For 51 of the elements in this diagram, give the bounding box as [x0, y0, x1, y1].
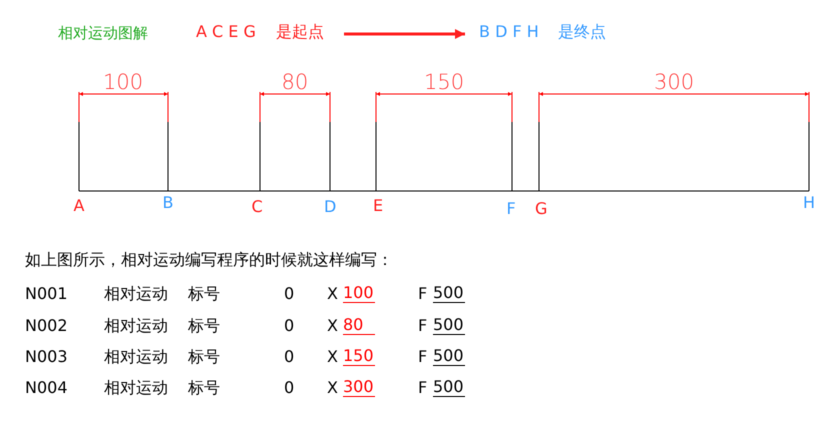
diagram-title: 相对运动图解: [58, 24, 148, 42]
distance-value: 300: [343, 378, 375, 397]
label-value: 0: [284, 347, 294, 366]
feed-letter: F: [418, 347, 428, 366]
axis-letter: X: [327, 347, 338, 366]
label-cell: 标号: [188, 378, 220, 398]
axis-letter: X: [327, 284, 338, 304]
line-number: N001: [25, 284, 68, 304]
axis-letter: X: [327, 378, 338, 398]
command-cell: 相对运动: [104, 378, 168, 398]
feed-value: 500: [433, 316, 465, 335]
feed-value: 500: [433, 347, 465, 366]
dimension-value: 80: [282, 70, 308, 96]
point-label: E: [373, 196, 384, 216]
point-role-text: 是终点: [558, 22, 606, 42]
distance-value: 100: [343, 284, 375, 303]
dimension-value: 100: [103, 70, 144, 96]
feed-letter: F: [418, 284, 428, 304]
point-label: G: [535, 199, 548, 218]
point-label: A: [74, 196, 84, 216]
dimension-value: 150: [424, 70, 464, 96]
feed-value: 500: [433, 284, 465, 303]
point-letters: A C E G: [196, 22, 256, 42]
distance-value: 150: [343, 347, 375, 366]
label-value: 0: [284, 316, 294, 336]
feed-letter: F: [418, 316, 428, 336]
command-cell: 相对运动: [104, 284, 168, 304]
feed-letter: F: [418, 378, 428, 398]
point-label: F: [506, 199, 516, 218]
distance-value: 80: [343, 316, 375, 335]
axis-letter: X: [327, 316, 338, 336]
point-letters: B D F H: [479, 22, 539, 42]
label-cell: 标号: [188, 316, 220, 336]
label-cell: 标号: [188, 347, 220, 366]
point-label: B: [162, 193, 174, 212]
line-number: N004: [25, 378, 68, 398]
command-cell: 相对运动: [104, 347, 168, 366]
dimension-value: 300: [654, 70, 694, 96]
description-text: 如上图所示，相对运动编写程序的时候就这样编写：: [25, 250, 393, 270]
line-number: N003: [25, 347, 68, 366]
point-role-text: 是起点: [276, 22, 324, 42]
label-value: 0: [284, 378, 294, 398]
feed-value: 500: [433, 378, 465, 397]
label-cell: 标号: [188, 284, 220, 304]
command-cell: 相对运动: [104, 316, 168, 336]
point-label: D: [324, 197, 336, 216]
label-value: 0: [284, 284, 294, 304]
arrow: [344, 29, 465, 39]
line-number: N002: [25, 316, 68, 336]
point-label: H: [803, 193, 816, 212]
point-label: C: [252, 197, 263, 216]
